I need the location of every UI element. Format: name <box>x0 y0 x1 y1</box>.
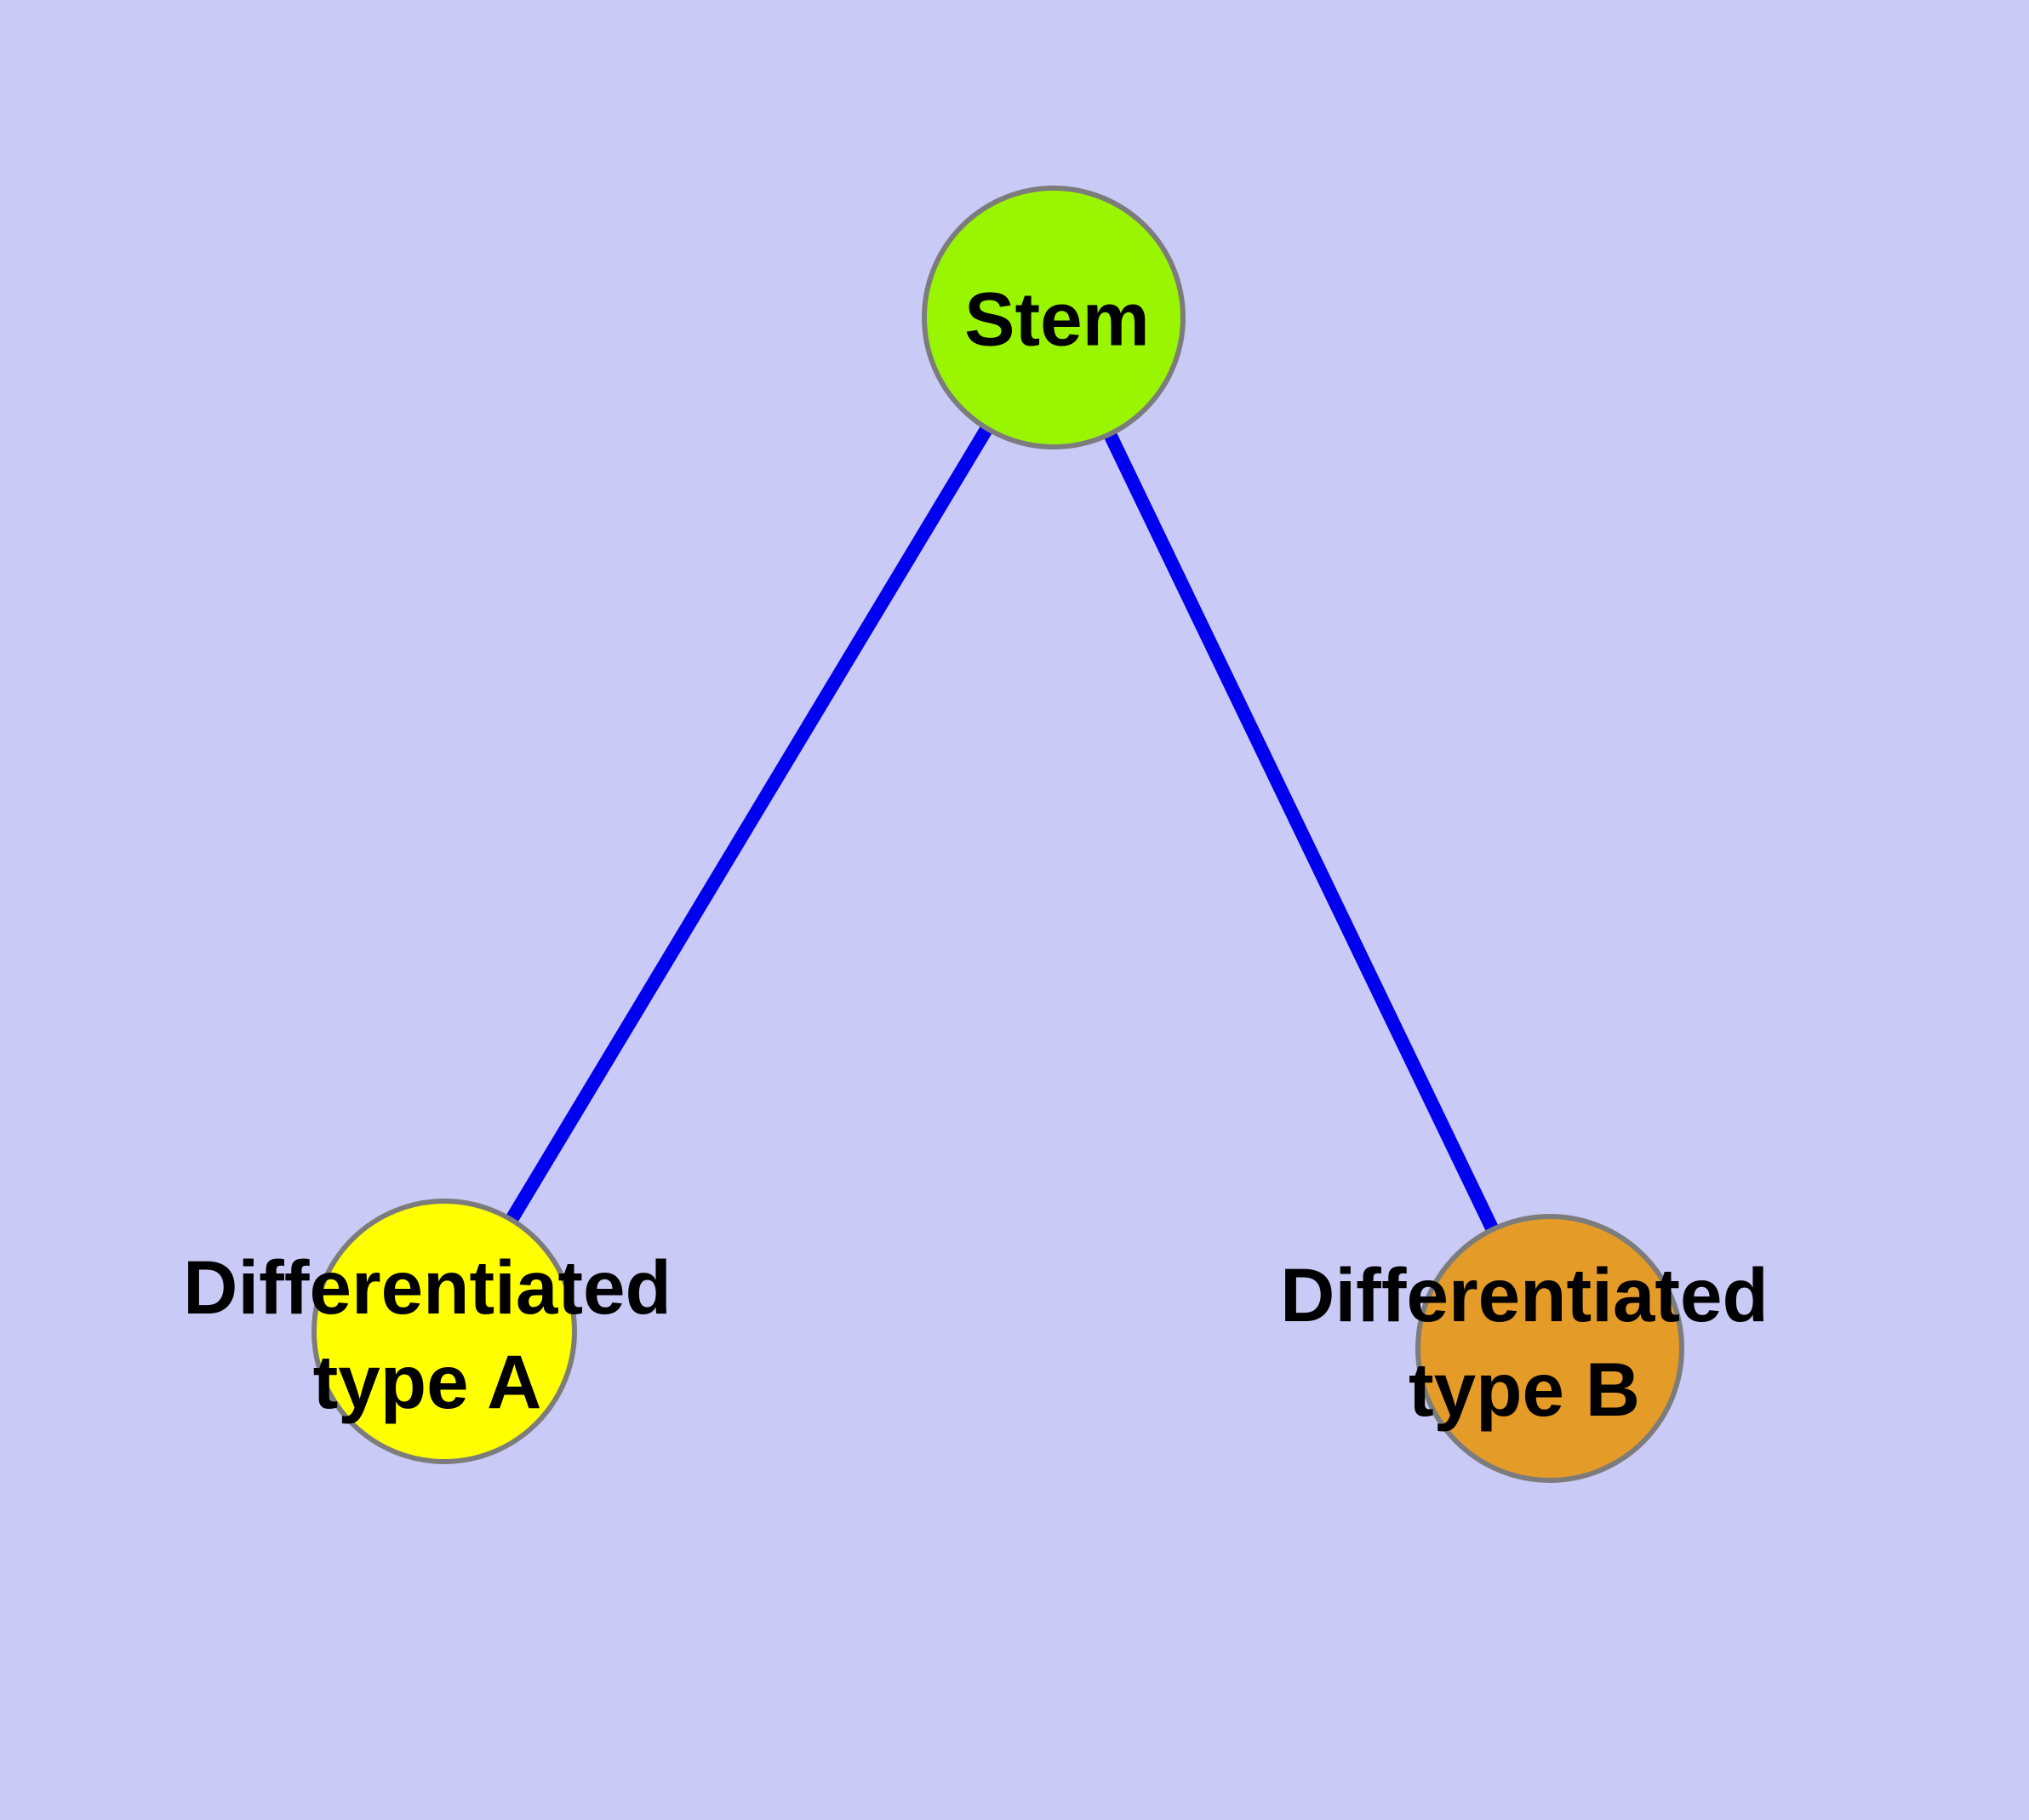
node-differentiated-type-b <box>1415 1214 1684 1483</box>
node-label-differentiated-type-b: Differentiated type B <box>1280 1248 1769 1437</box>
edge-stem-to-type-b <box>1047 314 1557 1352</box>
node-label-stem: Stem <box>964 272 1150 367</box>
node-label-type-a-line2: type A <box>312 1339 542 1424</box>
node-differentiated-type-a <box>311 1199 577 1464</box>
node-label-differentiated-type-a: Differentiated type A <box>183 1240 672 1429</box>
node-label-type-b-line2: type B <box>1408 1347 1640 1432</box>
node-label-type-b-line1: Differentiated <box>1280 1252 1769 1337</box>
edge-stem-to-type-a <box>438 313 1060 1336</box>
node-label-stem-line1: Stem <box>964 276 1150 362</box>
node-stem <box>922 186 1186 449</box>
node-label-type-a-line1: Differentiated <box>183 1245 672 1330</box>
